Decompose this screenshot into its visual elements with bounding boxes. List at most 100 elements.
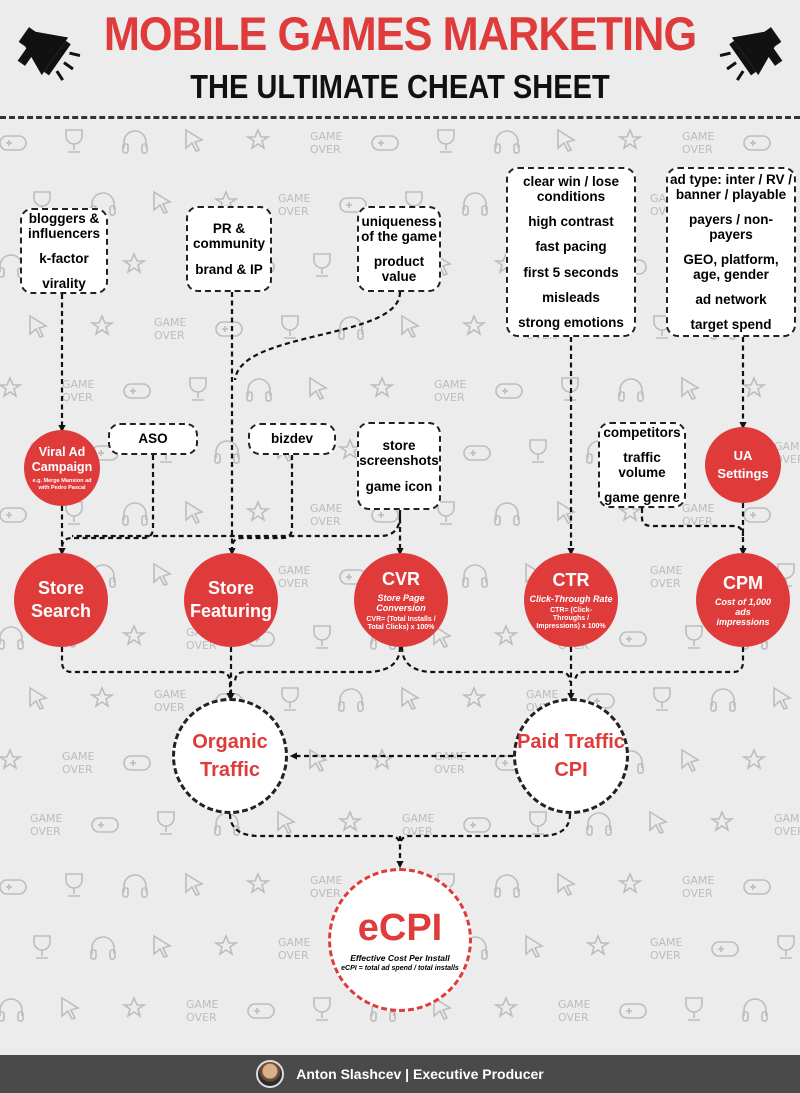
avatar — [256, 1060, 285, 1088]
svg-text:OVER: OVER — [154, 329, 185, 342]
box-line: GEO, platform, age, gender — [683, 252, 779, 283]
box-line: ad network — [695, 292, 767, 308]
svg-text:OVER: OVER — [278, 205, 309, 218]
circle-store-featuring: Store Featuring — [184, 553, 278, 647]
box-line: game icon — [365, 478, 433, 494]
box-line: high contrast — [528, 214, 614, 230]
circle-store-search: Store Search — [14, 553, 108, 647]
svg-text:GAME: GAME — [402, 812, 435, 825]
svg-text:OVER: OVER — [682, 143, 713, 156]
svg-text:OVER: OVER — [774, 825, 800, 838]
svg-text:OVER: OVER — [558, 1011, 589, 1024]
box-line: competitors — [603, 424, 681, 440]
box-line: uniqueness of the game — [361, 213, 437, 244]
circle-title: Paid Traffic CPI — [517, 731, 625, 781]
box-line: virality — [42, 276, 86, 292]
svg-text:OVER: OVER — [650, 577, 681, 590]
circle-formula: eCPI = total ad spend / total installs — [341, 965, 459, 973]
circle-title: CTR — [552, 569, 590, 590]
box-line: traffic volume — [618, 449, 666, 480]
svg-text:GAME: GAME — [526, 688, 559, 701]
svg-text:OVER: OVER — [30, 825, 61, 838]
box-uniqueness: uniqueness of the game product value — [357, 206, 441, 292]
box-line: bizdev — [270, 431, 313, 447]
svg-text:OVER: OVER — [682, 515, 713, 528]
circle-ua-settings: UA Settings — [705, 427, 781, 503]
svg-text:OVER: OVER — [186, 1011, 217, 1024]
megaphone-icon — [17, 27, 81, 81]
page-title: MOBILE GAMES MARKETING — [103, 7, 697, 60]
circle-cvr: CVR Store Page Conversion CVR= (Total In… — [354, 553, 448, 647]
svg-text:GAME: GAME — [774, 440, 800, 453]
box-line: bloggers & influencers — [27, 210, 101, 241]
svg-text:GAME: GAME — [682, 502, 715, 515]
box-line: product value — [373, 254, 425, 285]
svg-text:GAME: GAME — [278, 564, 311, 577]
box-line: target spend — [690, 317, 772, 333]
circle-title: CVR — [381, 568, 420, 589]
box-aso: ASO — [108, 423, 198, 455]
circle-title: CPM — [723, 572, 763, 593]
svg-text:GAME: GAME — [186, 998, 219, 1011]
footer-bar: Anton Slashcev | Executive Producer — [0, 1055, 800, 1093]
circle-cpm: CPM Cost of 1,000 ads impressions — [696, 553, 790, 647]
svg-text:OVER: OVER — [682, 887, 713, 900]
svg-text:GAME: GAME — [682, 874, 715, 887]
box-line: store screenshots — [359, 438, 439, 469]
megaphone-icon — [719, 27, 783, 81]
circle-subtitle: Click-Through Rate — [529, 594, 613, 605]
header-divider — [0, 116, 800, 119]
box-pr-community: PR & community brand & IP — [186, 206, 272, 292]
circle-title: eCPI — [357, 906, 443, 949]
box-market: competitors traffic volume game genre — [598, 422, 686, 508]
svg-text:GAME: GAME — [434, 378, 467, 391]
box-line: clear win / lose conditions — [522, 174, 620, 205]
box-line: k-factor — [39, 251, 89, 266]
svg-text:GAME: GAME — [30, 812, 63, 825]
box-line: PR & community — [192, 221, 265, 252]
svg-text:OVER: OVER — [650, 949, 681, 962]
box-store-assets: store screenshots game icon — [357, 422, 441, 510]
circle-subtitle: Store Page Conversion — [376, 593, 426, 614]
box-line: ASO — [138, 431, 168, 447]
box-line: fast pacing — [535, 239, 607, 255]
box-line: game genre — [604, 490, 680, 506]
circle-paid-traffic: Paid Traffic CPI — [513, 698, 629, 814]
box-line: brand & IP — [195, 261, 263, 277]
svg-text:OVER: OVER — [310, 143, 341, 156]
circle-title: Organic Traffic — [192, 731, 268, 781]
circle-title: Viral Ad Campaign — [31, 444, 93, 475]
svg-text:GAME: GAME — [154, 688, 187, 701]
circle-ctr: CTR Click-Through Rate CTR= (Click-Throu… — [524, 553, 618, 647]
circle-note: e.g. Merge Mansion ad with Pedro Pascal — [32, 478, 92, 491]
svg-text:GAME: GAME — [310, 130, 343, 143]
svg-text:GAME: GAME — [682, 130, 715, 143]
svg-text:GAME: GAME — [434, 750, 467, 763]
box-bloggers: bloggers & influencers k-factor virality — [20, 208, 108, 294]
svg-text:OVER: OVER — [278, 577, 309, 590]
box-line: payers / non-payers — [688, 211, 774, 242]
circle-subtitle: Cost of 1,000 ads impressions — [714, 597, 772, 628]
circle-formula: CTR= (Click-Throughs / Impressions) x 10… — [536, 607, 606, 631]
svg-text:GAME: GAME — [774, 812, 800, 825]
svg-text:OVER: OVER — [154, 701, 185, 714]
box-line: strong emotions — [518, 314, 624, 330]
box-bizdev: bizdev — [248, 423, 336, 455]
box-line: first 5 seconds — [523, 264, 619, 280]
circle-organic-traffic: Organic Traffic — [172, 698, 288, 814]
circle-subtitle: Effective Cost Per Install — [350, 953, 450, 964]
svg-text:GAME: GAME — [62, 750, 95, 763]
svg-text:GAME: GAME — [558, 998, 591, 1011]
svg-text:OVER: OVER — [310, 515, 341, 528]
svg-text:OVER: OVER — [278, 949, 309, 962]
svg-text:OVER: OVER — [310, 887, 341, 900]
svg-text:OVER: OVER — [402, 825, 433, 838]
circle-formula: CVR= (Total Installs / Total Clicks) x 1… — [366, 616, 436, 632]
circle-viral-ad-campaign: Viral Ad Campaign e.g. Merge Mansion ad … — [24, 430, 100, 506]
svg-text:OVER: OVER — [434, 763, 465, 776]
svg-text:GAME: GAME — [154, 316, 187, 329]
circle-ecpi: eCPI Effective Cost Per Install eCPI = t… — [328, 868, 472, 1012]
circle-title: Store Search — [30, 577, 92, 621]
svg-text:OVER: OVER — [62, 763, 93, 776]
svg-text:GAME: GAME — [278, 936, 311, 949]
